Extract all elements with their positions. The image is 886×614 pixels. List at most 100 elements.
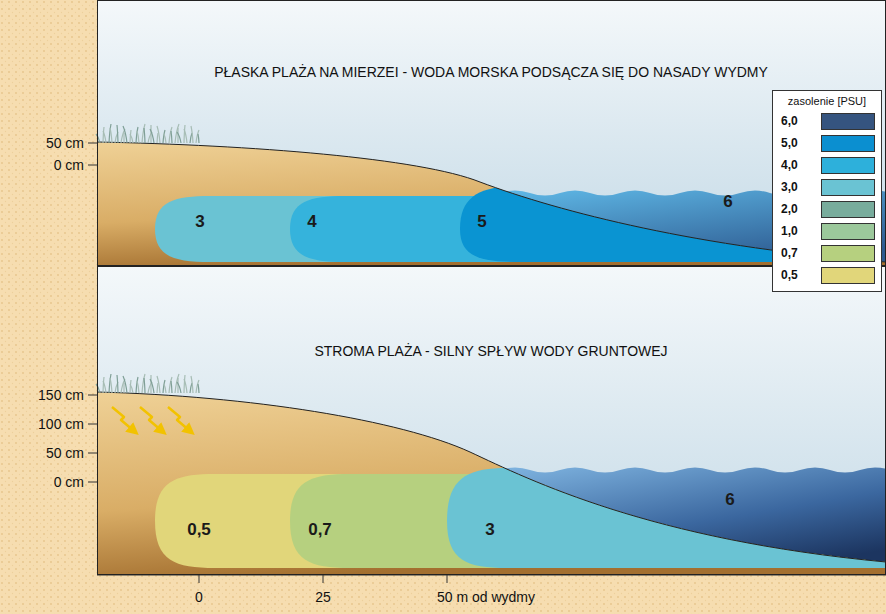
legend-row: 3,0 [773, 177, 881, 199]
grass-stroke [184, 375, 185, 393]
beach-panel: PŁASKA PLAŻA NA MIERZEI - WODA MORSKA PO… [97, 0, 886, 266]
axis-height: 150 cm [38, 387, 84, 403]
salinity-value: 5 [477, 212, 486, 232]
legend-swatch [821, 157, 875, 174]
legend-label: 0,7 [781, 246, 798, 260]
grass-stroke [157, 383, 158, 393]
legend-label: 3,0 [781, 180, 798, 194]
grass-stroke [184, 129, 187, 143]
grass-stroke [157, 133, 158, 143]
grass-stroke [171, 381, 172, 393]
grass-stroke [198, 384, 199, 393]
panel-heading: STROMA PLAŻA - SILNY SPŁYW WODY GRUNTOWE… [314, 343, 667, 359]
legend-label: 1,0 [781, 224, 798, 238]
grass-stroke [123, 383, 124, 393]
legend-label: 5,0 [781, 136, 798, 150]
legend-row: 0,5 [773, 265, 881, 287]
legend-swatch [821, 245, 875, 262]
grass-stroke [137, 131, 139, 143]
salinity-value: 6 [723, 192, 732, 212]
salinity-value: 6 [725, 490, 734, 510]
grass-stroke [123, 126, 127, 143]
grass-stroke [196, 130, 199, 143]
legend-label: 4,0 [781, 158, 798, 172]
axis-height: 100 cm [38, 416, 84, 432]
grass-stroke [177, 382, 181, 393]
legend-swatch [821, 135, 875, 152]
grass-stroke [164, 384, 166, 393]
legend-label: 0,5 [781, 268, 798, 282]
grass-stroke [169, 377, 172, 393]
grass-stroke [142, 124, 145, 143]
axis-height: 0 cm [54, 474, 84, 490]
legend-row: 6,0 [773, 111, 881, 133]
grass-stroke [157, 126, 160, 143]
grass-stroke [123, 133, 124, 143]
legend-swatch [821, 267, 875, 284]
grass-stroke [163, 380, 165, 393]
grass-stroke [137, 381, 139, 393]
axis-distance: 25 [315, 589, 331, 605]
legend-label: 2,0 [781, 202, 798, 216]
grass-stroke [130, 134, 133, 143]
grass-stroke [109, 374, 111, 393]
grass-stroke [190, 133, 192, 143]
legend-swatch [821, 113, 875, 130]
grass-stroke [117, 375, 118, 393]
grass-stroke [130, 384, 133, 393]
legend-row: 2,0 [773, 199, 881, 221]
grass-stroke [136, 377, 138, 393]
grass-stroke [123, 376, 127, 393]
salinity-value: 0,7 [308, 520, 332, 540]
panel-heading: PŁASKA PLAŻA NA MIERZEI - WODA MORSKA PO… [214, 64, 768, 80]
grass-stroke [171, 131, 172, 143]
grass-stroke [142, 374, 145, 393]
salinity-value: 0,5 [187, 520, 211, 540]
legend-row: 4,0 [773, 155, 881, 177]
grass-stroke [103, 127, 104, 143]
legend-row: 0,7 [773, 243, 881, 265]
grass-stroke [196, 380, 199, 393]
salinity-value: 3 [195, 212, 204, 232]
legend-swatch [821, 223, 875, 240]
grass-stroke [164, 134, 166, 143]
grass-stroke [110, 378, 112, 393]
grass-stroke [117, 125, 118, 143]
axis-height: 0 cm [54, 157, 84, 173]
grass-stroke [103, 377, 104, 393]
grass-stroke [150, 125, 151, 143]
axis-height: 50 cm [46, 135, 84, 151]
legend-label: 6,0 [781, 114, 798, 128]
legend-swatch [821, 179, 875, 196]
grass-stroke [103, 381, 106, 393]
legend-box: 6,0 5,0 4,0 3,0 2,0 1,0 0,7 0,5 [772, 90, 882, 292]
grass-stroke [103, 131, 106, 143]
axis-height: 50 cm [46, 445, 84, 461]
grass-stroke [144, 378, 145, 393]
grass-stroke [190, 383, 192, 393]
legend-title: zasolenie [PSU] [788, 95, 866, 107]
grass-stroke [144, 128, 145, 143]
salinity-value: 3 [485, 520, 494, 540]
grass-stroke [110, 128, 112, 143]
grass-stroke [109, 124, 111, 143]
grass-stroke [198, 134, 199, 143]
grass-stroke [184, 125, 185, 143]
grass-stroke [136, 127, 138, 143]
grass-stroke [163, 130, 165, 143]
grass-stroke [184, 379, 187, 393]
legend-swatch [821, 201, 875, 218]
legend-row: 5,0 [773, 133, 881, 155]
grass-stroke [157, 376, 160, 393]
grass-stroke [177, 132, 181, 143]
salinity-value: 4 [307, 212, 316, 232]
grass-stroke [150, 129, 154, 143]
grass-stroke [150, 375, 151, 393]
legend-row: 1,0 [773, 221, 881, 243]
grass-stroke [150, 379, 154, 393]
axis-distance: 50 m od wydmy [437, 589, 535, 605]
grass-stroke [169, 127, 172, 143]
axis-distance: 0 [195, 589, 203, 605]
grass-stroke [191, 126, 193, 143]
